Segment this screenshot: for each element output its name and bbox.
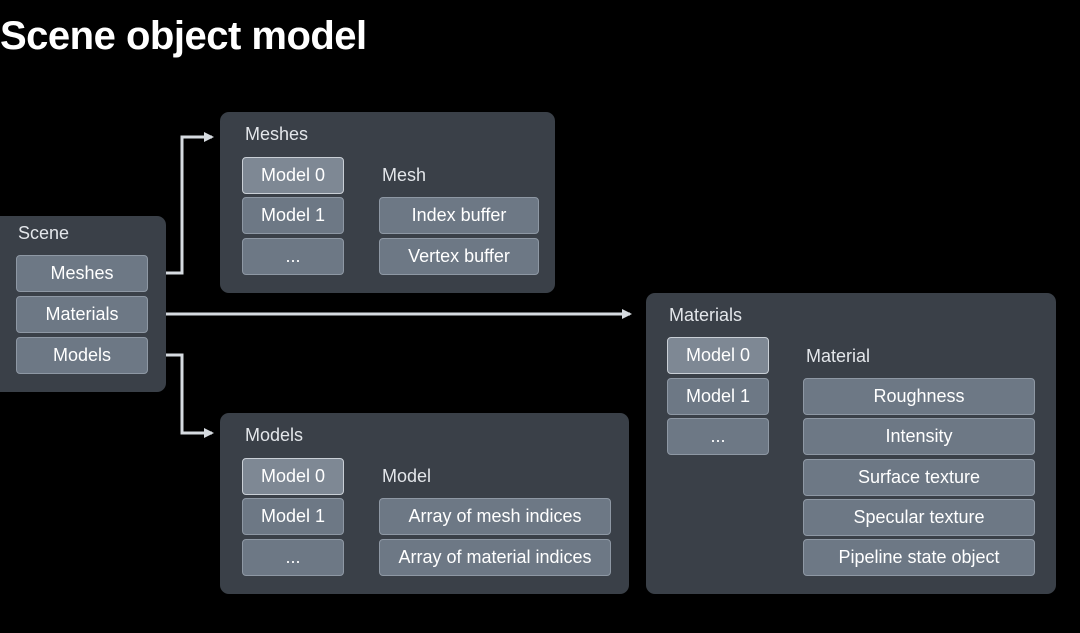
models-model-1: Model 1 — [242, 498, 344, 535]
material-field-pipeline-state-object: Pipeline state object — [803, 539, 1035, 576]
meshes-model-1: Model 1 — [242, 197, 344, 234]
material-field-specular-texture: Specular texture — [803, 499, 1035, 536]
meshes-label: Meshes — [245, 124, 309, 144]
meshes-model-more: ... — [242, 238, 344, 275]
scene-item-meshes: Meshes — [16, 255, 148, 292]
models-label: Models — [245, 425, 304, 445]
material-field-roughness: Roughness — [803, 378, 1035, 415]
materials-model-1: Model 1 — [667, 378, 769, 415]
mesh-label: Mesh — [382, 165, 427, 185]
materials-label: Materials — [669, 305, 743, 325]
material-field-intensity: Intensity — [803, 418, 1035, 455]
models-model-0: Model 0 — [242, 458, 344, 495]
mesh-field-vertex-buffer: Vertex buffer — [379, 238, 539, 275]
scene-item-models: Models — [16, 337, 148, 374]
materials-model-more: ... — [667, 418, 769, 455]
model-field-material-indices: Array of material indices — [379, 539, 611, 576]
materials-model-0: Model 0 — [667, 337, 769, 374]
material-field-surface-texture: Surface texture — [803, 459, 1035, 496]
models-model-more: ... — [242, 539, 344, 576]
meshes-model-0: Model 0 — [242, 157, 344, 194]
model-field-mesh-indices: Array of mesh indices — [379, 498, 611, 535]
mesh-field-index-buffer: Index buffer — [379, 197, 539, 234]
model-label: Model — [382, 466, 432, 486]
scene-label: Scene — [18, 223, 70, 243]
page-title: Scene object model — [0, 14, 367, 58]
material-label: Material — [806, 346, 871, 366]
scene-item-materials: Materials — [16, 296, 148, 333]
